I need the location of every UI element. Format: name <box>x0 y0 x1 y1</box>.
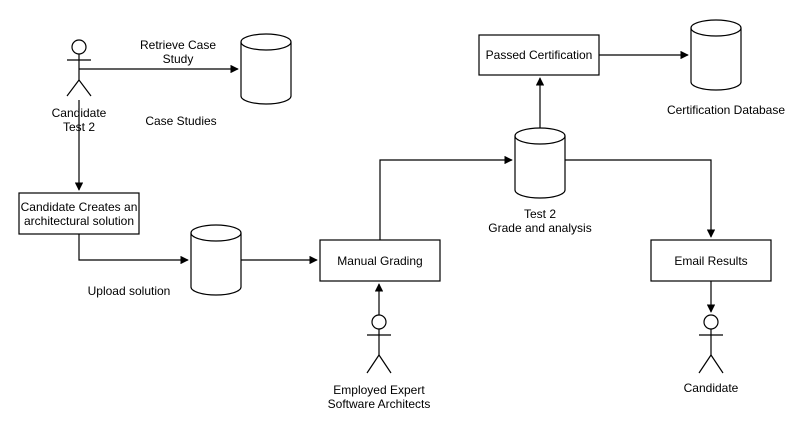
edge-create-to-upload <box>78 234 189 265</box>
process-label-manual-grading: Manual Grading <box>337 253 423 268</box>
edge-test2-to-email <box>565 159 716 238</box>
process-label-create-solution: Candidate Creates an architectural solut… <box>20 199 138 228</box>
process-label-passed-certification: Passed Certification <box>485 48 593 62</box>
upload-solution-store[interactable] <box>190 224 242 296</box>
candidate-actor <box>698 314 724 374</box>
edge-label-retrieve-case-study: Retrieve Case Study <box>139 38 217 66</box>
store-label-test2: Test 2 Grade and analysis <box>488 207 592 235</box>
create-solution-box[interactable] <box>18 192 140 235</box>
process-label-email-results: Email Results <box>674 253 748 268</box>
certification-db-store[interactable] <box>690 19 742 91</box>
edge-grading-to-test2 <box>379 155 513 240</box>
actor-label-candidate: Candidate <box>683 381 739 395</box>
manual-grading-box[interactable] <box>319 239 441 282</box>
experts-actor <box>366 314 392 374</box>
email-results-box[interactable] <box>650 239 772 282</box>
actor-label-experts: Employed Expert Software Architects <box>327 383 431 411</box>
candidate-test2-actor <box>66 39 92 97</box>
store-label-certification-db: Certification Database <box>666 103 786 117</box>
store-label-case-studies: Case Studies <box>145 114 217 128</box>
actor-label-candidate-test2: Candidate Test 2 <box>51 106 107 134</box>
test2-store[interactable] <box>514 127 566 199</box>
case-studies-store[interactable] <box>240 33 292 105</box>
passed-certification-box[interactable] <box>478 34 600 76</box>
store-label-upload-solution: Upload solution <box>87 284 171 298</box>
